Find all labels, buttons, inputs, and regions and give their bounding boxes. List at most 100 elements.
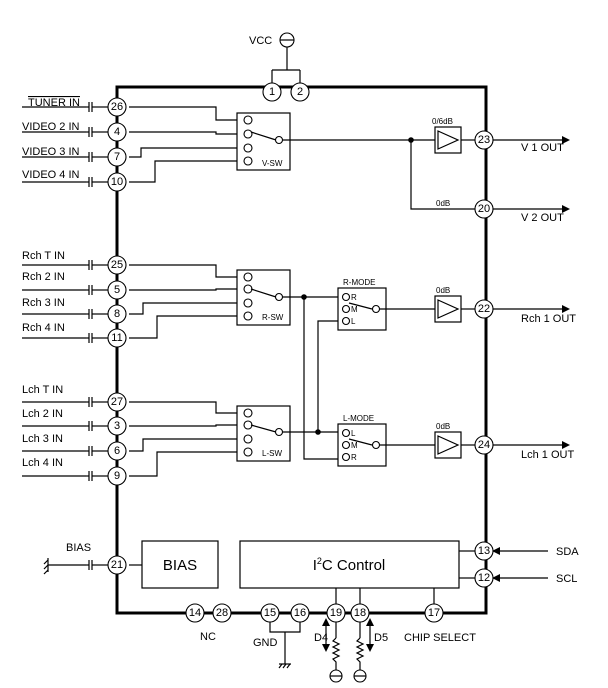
lch-amplifier: 0dB [434,422,462,459]
video2-in-label: VIDEO 2 IN [22,121,80,133]
svg-text:R: R [351,453,357,462]
pin-16: 16 [290,603,310,623]
capacitor-icon [86,397,98,407]
svg-text:18: 18 [354,607,366,619]
pin-17: 17 [424,603,444,623]
bias-in-label: BIAS [66,542,91,554]
svg-text:24: 24 [478,439,490,451]
chip-outline [115,85,488,615]
pin-26: 26 [107,97,127,117]
lch1-out-label: Lch 1 OUT [521,449,574,461]
pin-5: 5 [107,280,127,300]
lch3-in-label: Lch 3 IN [22,433,63,445]
svg-text:21: 21 [111,559,123,571]
lch4-in-label: Lch 4 IN [22,457,63,469]
svg-text:1: 1 [269,86,275,98]
capacitor-icon [86,102,98,112]
vcc-label: VCC [249,35,272,47]
pin-15: 15 [260,603,280,623]
svg-text:11: 11 [111,332,122,344]
rch1-out-label: Rch 1 OUT [521,313,576,325]
capacitor-icon [86,127,98,137]
pin-12: 12 [474,568,494,588]
svg-text:22: 22 [478,303,490,315]
svg-text:V-SW: V-SW [262,159,283,168]
pin-14: 14 [185,603,205,623]
svg-text:7: 7 [114,151,120,163]
nc-label: NC [200,631,216,643]
chip-select-label: CHIP SELECT [404,632,476,644]
svg-text:2: 2 [297,86,303,98]
svg-text:3: 3 [114,420,120,432]
d4-label: D4 [314,632,328,644]
svg-text:I2C Control: I2C Control [313,556,386,574]
output-arrows [492,136,570,582]
svg-text:10: 10 [111,176,123,188]
svg-text:15: 15 [264,607,276,619]
pin-23: 23 [474,130,494,150]
l-sw-block: L-SW [236,405,291,462]
capacitor-icon [86,177,98,187]
i2c-control-block: I2C Control [239,540,460,589]
capacitor-icon [86,260,98,270]
pin-28: 28 [212,603,232,623]
rch-input-wiring [129,264,243,339]
svg-text:23: 23 [478,134,490,146]
svg-text:13: 13 [478,545,490,557]
svg-text:9: 9 [114,470,120,482]
tuner-in-label: TUNER IN [28,97,80,109]
svg-text:M: M [351,305,358,314]
gnd-wiring [269,622,301,669]
svg-text:R: R [351,293,357,302]
capacitor-icon [86,285,98,295]
video3-in-label: VIDEO 3 IN [22,146,80,158]
v-sw-block: V-SW [236,112,291,171]
video-output-wiring [283,137,475,210]
svg-text:4: 4 [114,126,120,138]
pin-10: 10 [107,172,127,192]
pin-7: 7 [107,147,127,167]
svg-text:L-MODE: L-MODE [343,414,374,423]
v1-amplifier: 0/6dB [432,117,462,154]
svg-text:27: 27 [111,396,123,408]
pin-21: 21 [107,555,127,575]
rch3-in-label: Rch 3 IN [22,297,65,309]
rch-t-in-label: Rch T IN [22,250,65,262]
d5-label: D5 [374,632,388,644]
r-sw-block: R-SW [236,269,291,326]
capacitor-icon [86,309,98,319]
pin-24: 24 [474,435,494,455]
svg-text:8: 8 [114,308,120,320]
svg-text:17: 17 [428,607,440,619]
svg-text:28: 28 [216,607,228,619]
audio-output-wiring [380,308,475,446]
pin-6: 6 [107,441,127,461]
pin-4: 4 [107,122,127,142]
svg-text:L: L [351,429,356,438]
rch2-in-label: Rch 2 IN [22,271,65,283]
gnd-label: GND [253,637,278,649]
svg-text:0/6dB: 0/6dB [432,117,453,126]
svg-text:14: 14 [189,607,201,619]
pin-18: 18 [350,603,370,623]
pin-13: 13 [474,541,494,561]
pin-2: 2 [290,82,310,102]
pin-25: 25 [107,255,127,275]
pin-3: 3 [107,416,127,436]
svg-text:6: 6 [114,445,120,457]
svg-text:5: 5 [114,284,120,296]
video4-in-label: VIDEO 4 IN [22,169,80,181]
svg-text:L-SW: L-SW [262,449,282,458]
svg-text:BIAS: BIAS [163,557,197,574]
lch-t-in-label: Lch T IN [22,384,63,396]
capacitor-icon [86,421,98,431]
lch2-in-label: Lch 2 IN [22,408,63,420]
audio-cross-wiring [283,294,344,460]
v1-out-label: V 1 OUT [521,142,564,154]
d4-d5-wiring [322,618,374,683]
pin-11: 11 [107,328,127,348]
v2-out-label: V 2 OUT [521,212,564,224]
pin-19: 19 [326,603,346,623]
